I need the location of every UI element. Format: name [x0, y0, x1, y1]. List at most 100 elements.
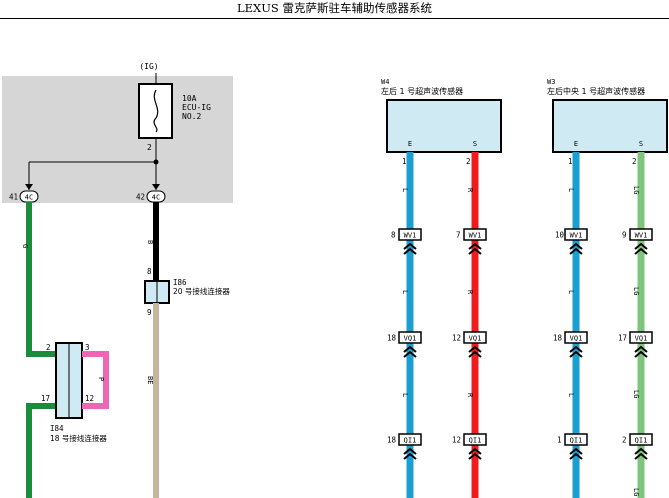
chevron-up-icon	[634, 247, 648, 255]
wire-color-r: R	[466, 290, 474, 295]
i86-pin-bottom: 9	[147, 308, 152, 317]
inline-connector-pin: 10	[555, 231, 565, 240]
chevron-up-icon	[569, 350, 583, 358]
chevron-up-icon	[403, 452, 417, 460]
chevron-up-icon	[403, 447, 417, 455]
inline-connector	[463, 228, 487, 241]
junction-42-pin: 42	[136, 193, 145, 202]
sensor-w4-pin-e-label: E	[408, 140, 412, 148]
arrow-down-icon	[25, 184, 33, 190]
inline-connector-code: QI1	[469, 437, 482, 445]
fuse-name: ECU-IG	[182, 103, 211, 112]
inline-connector	[398, 331, 422, 344]
sensor-w3-code: W3	[547, 78, 555, 86]
wire-color-r: R	[466, 393, 474, 398]
inline-connector-pin: 17	[618, 334, 627, 343]
fuse-pin: 2	[147, 143, 152, 152]
wire-color-l: L	[567, 393, 575, 397]
chevron-up-icon	[569, 447, 583, 455]
sensor-w3-desc: 左后中央 1 号超声波传感器	[547, 86, 645, 96]
chevron-up-icon	[468, 452, 482, 460]
sensor-w4-pin-e: 1	[402, 157, 407, 166]
inline-connector	[564, 331, 588, 344]
inline-connector-code: VQ1	[570, 335, 583, 343]
wire-color-l: L	[567, 188, 575, 192]
wire-color-p: P	[97, 377, 105, 381]
inline-connector	[463, 433, 487, 446]
sensor-w4-box	[386, 99, 502, 153]
inline-row-2: VQ1 18 VQ1 12 VQ1 18 VQ1 17	[387, 331, 653, 344]
wire-color-be: BE	[146, 376, 154, 384]
chevron-up-icon	[634, 350, 648, 358]
wire-color-l: L	[401, 188, 409, 192]
inline-connector-code: QI1	[635, 437, 648, 445]
wire-green-lower	[26, 403, 56, 498]
inline-connector-pin: 8	[391, 231, 396, 240]
connector-i84-code: I84	[50, 424, 64, 433]
arrow-down-icon	[152, 184, 160, 190]
wire-color-l: L	[567, 290, 575, 294]
connector-i86-code: I86	[173, 278, 187, 287]
inline-connector	[564, 228, 588, 241]
sensor-w4-pin-s: 2	[466, 157, 471, 166]
connector-i84-desc: 18 号接线连接器	[50, 433, 107, 443]
inline-connector	[629, 331, 653, 344]
ig-label: (IG)	[139, 62, 158, 71]
chevron-up-icon	[403, 350, 417, 358]
inline-connector-pin: 2	[622, 436, 627, 445]
fuse-rating: 10A	[182, 94, 197, 103]
inline-connector-pin: 18	[387, 334, 397, 343]
inline-connector	[564, 433, 588, 446]
junction-42-code: 4C	[152, 194, 160, 202]
wire-pink-loop	[82, 351, 109, 409]
inline-connector-pin: 1	[557, 436, 562, 445]
chevron-up-icon	[468, 447, 482, 455]
diagram-title: LEXUS 雷克萨斯驻车辅助传感器系统	[0, 0, 669, 19]
chevron-up-icon	[569, 242, 583, 250]
chevron-up-icon	[468, 350, 482, 358]
chevron-up-icon	[403, 345, 417, 353]
inline-connector-pin: 9	[622, 231, 627, 240]
inline-connector	[463, 331, 487, 344]
sensor-w4-code: W4	[381, 78, 389, 86]
junction-41-pin: 41	[9, 193, 18, 202]
sensor-w3-pin-e-label: E	[574, 140, 578, 148]
inline-connector-code: WV1	[469, 232, 482, 240]
inline-connector-code: VQ1	[404, 335, 417, 343]
wire-color-l: L	[401, 393, 409, 397]
wire-color-g: G	[21, 244, 29, 248]
wire-color-b: B	[146, 240, 154, 244]
inline-connector-pin: 12	[452, 334, 461, 343]
chevron-up-icon	[569, 345, 583, 353]
sensor-w4-desc: 左后 1 号超声波传感器	[381, 86, 463, 96]
wire-color-r: R	[466, 188, 474, 193]
i86-pin-top: 8	[147, 267, 152, 276]
wire-color-l: L	[401, 290, 409, 294]
chevron-up-icon	[468, 247, 482, 255]
inline-connector-code: WV1	[570, 232, 583, 240]
inline-connector-pin: 18	[553, 334, 563, 343]
inline-connector	[398, 228, 422, 241]
chevron-markers	[403, 242, 648, 460]
fuse-number: NO.2	[182, 112, 201, 121]
chevron-up-icon	[468, 242, 482, 250]
junction-block-area	[2, 76, 233, 203]
chevron-up-icon	[634, 452, 648, 460]
inline-connector-code: QI1	[570, 437, 583, 445]
i84-pin-2: 2	[46, 343, 51, 352]
junction-41-code: 4C	[25, 194, 33, 202]
inline-row-1: WV1 8 WV1 7 WV1 10 WV1 9	[391, 228, 653, 241]
wire-color-lg: LG	[632, 287, 640, 295]
sensor-w3-pin-e: 1	[568, 157, 573, 166]
sensor-w3-box	[552, 99, 668, 153]
fuse-icon	[153, 89, 159, 133]
inline-connector	[629, 228, 653, 241]
inline-connector	[629, 433, 653, 446]
chevron-up-icon	[634, 242, 648, 250]
i84-pin-17: 17	[41, 394, 50, 403]
inline-connector-pin: 7	[456, 231, 461, 240]
i84-pin-12: 12	[85, 394, 94, 403]
inline-connector-code: VQ1	[635, 335, 648, 343]
chevron-up-icon	[468, 345, 482, 353]
